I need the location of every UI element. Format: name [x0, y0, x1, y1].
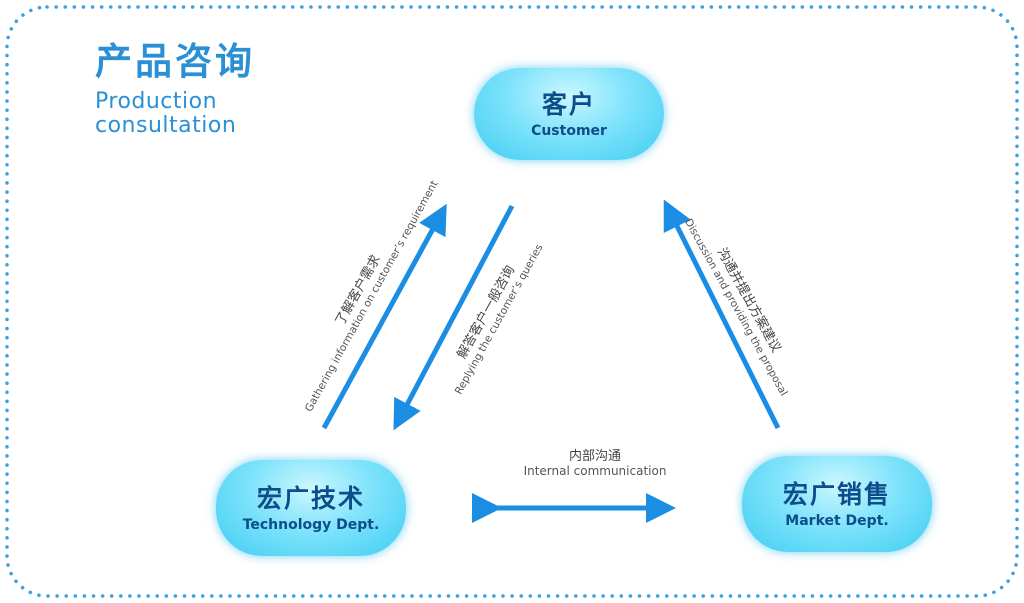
internal-label-cn: 内部沟通 [568, 449, 621, 464]
node-technology: 宏广技术 Technology Dept. [216, 460, 406, 556]
customer-label-cn: 客户 [541, 89, 596, 119]
node-market: 宏广销售 Market Dept. [742, 456, 932, 552]
node-customer: 客户 Customer [474, 68, 664, 160]
title-english-line1: Production [95, 89, 218, 114]
market-label-cn: 宏广销售 [782, 479, 891, 509]
dotted-border [5, 5, 1019, 598]
market-label-en: Market Dept. [785, 512, 889, 529]
page-title: 产品咨询 Production consultation [95, 40, 255, 138]
arrow-gathering [321, 203, 447, 430]
title-english-line2: consultation [95, 113, 237, 138]
arrow-discussion [663, 199, 781, 430]
label-internal: 内部沟通 Internal communication [495, 449, 695, 479]
technology-label-cn: 宏广技术 [256, 483, 365, 513]
customer-label-en: Customer [531, 122, 607, 139]
arrow-replying [393, 204, 515, 431]
internal-label-en: Internal communication [523, 464, 667, 478]
technology-label-en: Technology Dept. [242, 516, 380, 533]
title-chinese: 产品咨询 [95, 40, 255, 83]
